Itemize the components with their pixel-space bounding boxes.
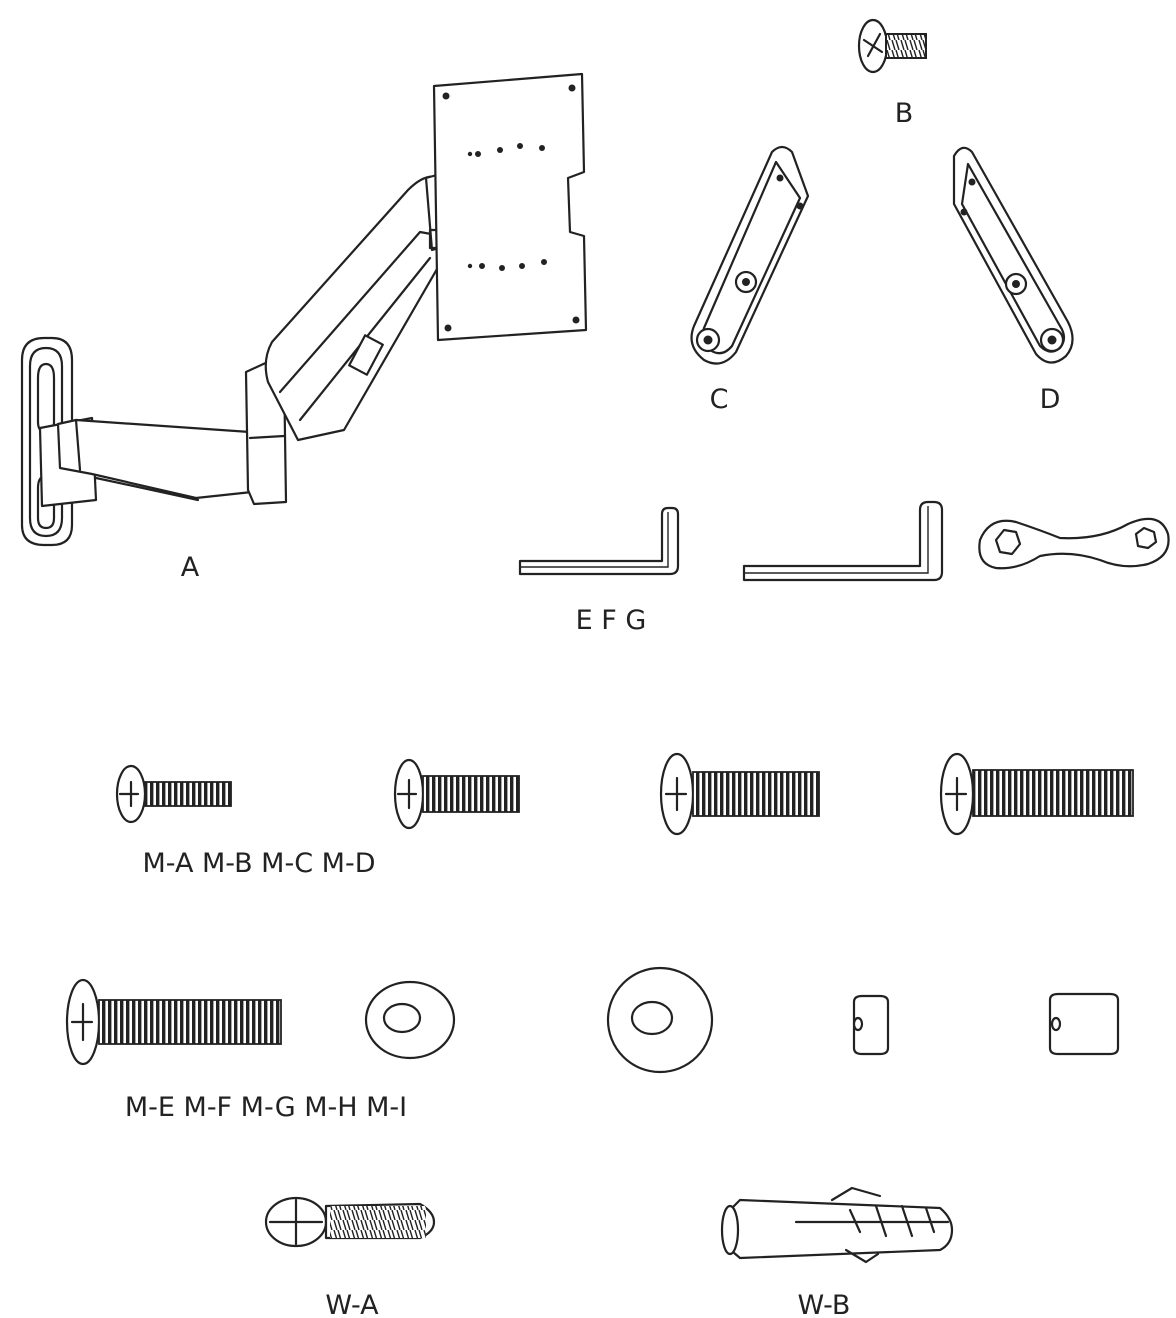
right-bracket-icon [952, 146, 1074, 364]
label-efg: E F G [576, 605, 647, 636]
large-allen-key-icon [742, 500, 944, 582]
spanner-icon [978, 517, 1170, 570]
screw-mb-icon [393, 758, 520, 830]
label-b: B [895, 98, 914, 129]
spacer-short-icon [852, 994, 890, 1056]
label-wb: W-B [798, 1290, 851, 1318]
washer-large-icon [606, 966, 714, 1074]
label-ma-md: M-A M-B M-C M-D [143, 848, 376, 879]
label-wa: W-A [325, 1290, 379, 1318]
wood-screw-icon [264, 1196, 436, 1248]
screw-md-icon [939, 752, 1134, 836]
washer-small-icon [364, 980, 456, 1060]
screw-me-icon [65, 978, 282, 1066]
flat-head-screw-icon [857, 18, 927, 74]
label-c: C [710, 384, 729, 415]
label-me-mi: M-E M-F M-G M-H M-I [125, 1092, 407, 1123]
screw-ma-icon [115, 764, 232, 824]
screw-mc-icon [659, 752, 820, 836]
left-bracket-icon [690, 145, 810, 365]
spacer-long-icon [1048, 992, 1120, 1056]
wall-anchor-icon [720, 1186, 954, 1264]
label-d: D [1040, 384, 1061, 415]
label-a: A [181, 552, 200, 583]
small-allen-key-icon [518, 506, 680, 576]
wall-mount-arm-icon [20, 72, 588, 547]
